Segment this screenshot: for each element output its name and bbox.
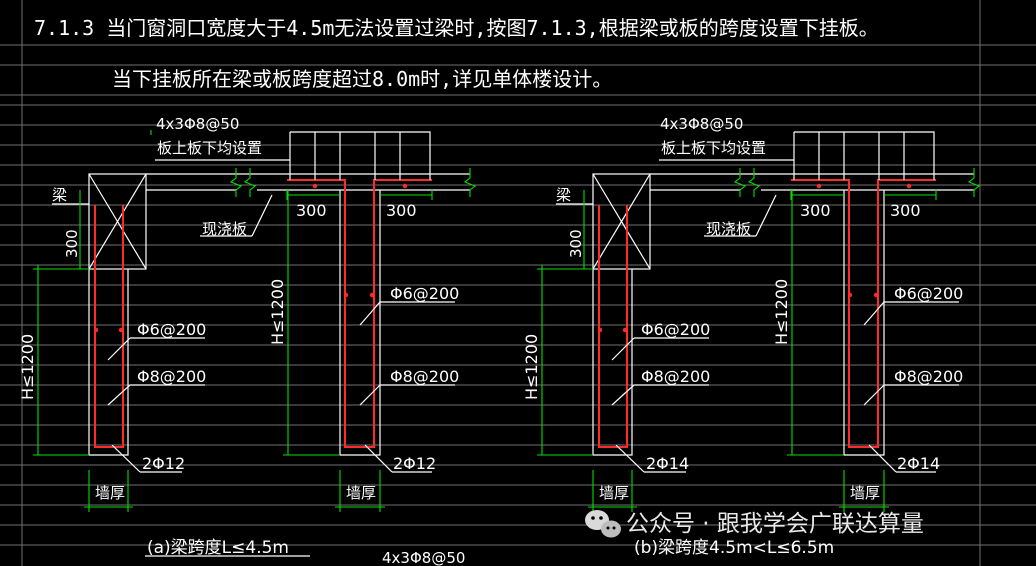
- height-label-left: H≤1200: [522, 334, 541, 400]
- rebar-dot: [118, 327, 124, 333]
- hanging-wall-left: [88, 269, 129, 456]
- leader: [364, 444, 393, 473]
- beam-label: 梁: [556, 186, 571, 204]
- rebar-dot: [93, 327, 99, 333]
- rebar-dot: [402, 183, 408, 189]
- rebar-dot: [622, 327, 628, 333]
- leader: [755, 194, 777, 237]
- slab-label: 现浇板: [706, 220, 751, 238]
- leader: [611, 384, 635, 406]
- distribution-label: Φ8@200: [137, 367, 206, 386]
- leader: [359, 384, 381, 406]
- leader: [359, 301, 381, 326]
- leader: [615, 444, 645, 473]
- beam-cross: [88, 173, 147, 270]
- rebar-dot: [597, 327, 603, 333]
- caption-b: (b)梁跨度4.5m<L≤6.5m: [634, 538, 834, 558]
- wall-thickness-label: 墙厚: [599, 484, 629, 502]
- distribution-label: Φ8@200: [390, 367, 459, 386]
- dim-300-vertical: 300: [567, 229, 585, 258]
- rebar-cage-right: [791, 179, 936, 448]
- watermark: 公众号 · 跟我学会广联达算量: [585, 510, 924, 538]
- hanging-wall-right: [843, 190, 885, 456]
- break-line: [747, 168, 761, 197]
- rebar-dot: [816, 183, 822, 189]
- break-line: [229, 168, 243, 197]
- dim-300: 300: [386, 201, 417, 220]
- hanging-wall-left: [592, 269, 633, 456]
- rebar-cage-left: [94, 205, 124, 448]
- leader: [611, 337, 635, 361]
- height-label-right: H≤1200: [268, 279, 287, 345]
- beam-section: [88, 173, 147, 270]
- detail-b: 4x3Φ8@50 板上板下均设置 梁 现浇板 300 300 300 H≤120…: [522, 115, 981, 558]
- leader: [794, 131, 935, 180]
- height-label-left: H≤1200: [18, 334, 37, 400]
- rebar-dot: [847, 292, 853, 298]
- leader: [107, 384, 131, 406]
- caption-a: (a)梁跨度L≤4.5m: [147, 538, 289, 558]
- leader: [290, 131, 431, 180]
- rebar-dot: [873, 292, 879, 298]
- rebar-cage-left: [598, 205, 628, 448]
- bottom-rebar-label: 2Φ12: [393, 454, 436, 473]
- leader: [868, 444, 897, 473]
- stirrup-label: Φ6@200: [894, 284, 963, 303]
- stirrup-label: Φ6@200: [641, 320, 710, 339]
- wall-thickness-label: 墙厚: [346, 484, 376, 502]
- rebar-dot: [343, 292, 349, 298]
- wechat-icon: [585, 510, 621, 538]
- dim-300: 300: [890, 201, 921, 220]
- leader: [863, 301, 885, 326]
- dim-300-vertical: 300: [63, 229, 81, 258]
- leader: [863, 384, 885, 406]
- break-line: [733, 168, 747, 197]
- rebar-dot: [906, 183, 912, 189]
- beam-section: [592, 173, 651, 270]
- dim-300: 300: [296, 201, 327, 220]
- hanging-wall-right: [339, 190, 381, 456]
- rebar-dot: [312, 183, 318, 189]
- header-line-2: 当下挂板所在梁或板跨度超过8.0m时,详见单体楼设计。: [112, 67, 612, 91]
- top-rebar-label: 4x3Φ8@50: [156, 115, 239, 133]
- rebar-cage-right: [287, 179, 432, 448]
- leader: [107, 337, 131, 361]
- bottom-rebar-label: 2Φ14: [897, 454, 940, 473]
- rebar-note: 板上板下均设置: [661, 139, 766, 157]
- leader: [251, 194, 273, 237]
- distribution-label: Φ8@200: [894, 367, 963, 386]
- dim-300: 300: [800, 201, 831, 220]
- break-line: [243, 168, 257, 197]
- rebar-dot: [369, 292, 375, 298]
- wall-thickness-label: 墙厚: [95, 484, 125, 502]
- break-line: [463, 168, 477, 197]
- beam-cross: [592, 173, 651, 270]
- stirrup-label: Φ6@200: [390, 284, 459, 303]
- beam-label: 梁: [52, 186, 67, 204]
- footer-rebar-label: 4x3Φ8@50: [382, 549, 465, 566]
- rebar-note: 板上板下均设置: [157, 139, 262, 157]
- slab-label: 现浇板: [202, 220, 247, 238]
- stirrup-label: Φ6@200: [137, 320, 206, 339]
- height-label-right: H≤1200: [772, 279, 791, 345]
- bottom-rebar-label: 2Φ14: [646, 454, 689, 473]
- detail-a: 4x3Φ8@50 板上板下均设置 梁 现浇板 300 300 300 H≤120…: [18, 115, 477, 558]
- leader: [111, 444, 141, 473]
- wall-thickness-label: 墙厚: [850, 484, 880, 502]
- top-rebar-label: 4x3Φ8@50: [660, 115, 743, 133]
- distribution-label: Φ8@200: [641, 367, 710, 386]
- break-line: [967, 168, 981, 197]
- watermark-text: 公众号 · 跟我学会广联达算量: [626, 511, 924, 537]
- header-line-1: 7.1.3 当门窗洞口宽度大于4.5m无法设置过梁时,按图7.1.3,根据梁或板…: [34, 16, 879, 40]
- bottom-rebar-label: 2Φ12: [142, 454, 185, 473]
